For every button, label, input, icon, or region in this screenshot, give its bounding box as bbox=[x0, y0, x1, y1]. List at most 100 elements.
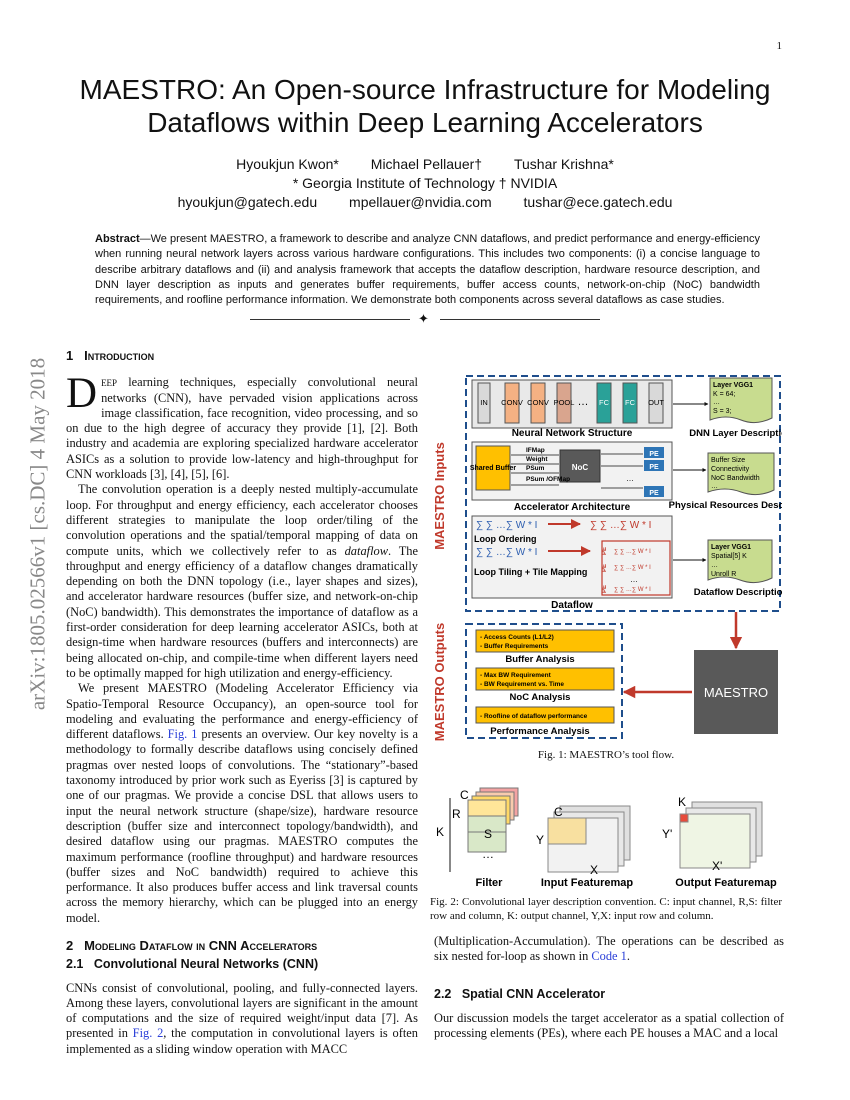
input-featuremap-stack bbox=[547, 805, 631, 873]
filter-dots: … bbox=[482, 847, 494, 861]
loop-ordering-label: Loop Ordering bbox=[474, 534, 537, 544]
pe-label: PE bbox=[649, 451, 659, 458]
input-dim-C: C bbox=[554, 805, 563, 819]
author-name: Tushar Krishna* bbox=[513, 156, 614, 172]
maestro-inputs-label: MAESTRO Inputs bbox=[432, 442, 447, 550]
tiling-dots: … bbox=[630, 575, 638, 584]
nn-layer: OUT bbox=[648, 398, 664, 407]
loop-expr: ∑ ∑ …∑ W * I bbox=[614, 549, 651, 555]
outputs-dashed-box bbox=[465, 623, 623, 739]
shared-buffer-box bbox=[475, 445, 511, 491]
fig2-link[interactable]: Fig. 2 bbox=[132, 1026, 164, 1041]
noc-analysis-item: - Max BW Requirement bbox=[480, 672, 552, 679]
right-column: (Multiplication-Accumulation). The opera… bbox=[434, 934, 784, 1041]
shared-buffer-label: Shared Buffer bbox=[470, 465, 517, 472]
author-affiliation: * Georgia Institute of Technology † NVID… bbox=[292, 175, 558, 191]
dataflow-doc-line: Spatial[5] K bbox=[711, 553, 747, 560]
pe-tag: PE bbox=[602, 547, 608, 555]
dataflow-title: Dataflow bbox=[551, 600, 593, 611]
fig1-caption: Fig. 1: MAESTRO’s tool flow. bbox=[537, 749, 675, 761]
separator-diamond-icon: ✦ bbox=[418, 311, 429, 326]
nn-layer: IN bbox=[480, 398, 488, 407]
dim-R-label: R bbox=[452, 807, 461, 821]
pe-tag: PE bbox=[602, 585, 608, 593]
author-email[interactable]: hyoukjun@gatech.edu bbox=[177, 194, 318, 210]
maestro-outputs-label: MAESTRO Outputs bbox=[432, 623, 447, 741]
dnn-doc-line: Layer VGG1 bbox=[713, 382, 753, 389]
dim-C-label: C bbox=[460, 788, 469, 802]
fig1-link[interactable]: Fig. 1 bbox=[167, 727, 198, 742]
output-dim-Xp: X' bbox=[712, 859, 722, 873]
buffer-analysis-item: - Buffer Requirements bbox=[480, 643, 549, 650]
loop-expr: ∑ ∑ …∑ W * I bbox=[476, 547, 537, 558]
output-dim-Yp: Y' bbox=[662, 827, 672, 841]
dnn-doc-line: … bbox=[713, 399, 720, 406]
dataflow-doc-line: Layer VGG1 bbox=[711, 544, 751, 551]
arch-signal: IFMap bbox=[526, 447, 545, 454]
dim-K-label: K bbox=[436, 825, 444, 839]
performance-analysis-box bbox=[475, 706, 615, 724]
resource-doc-line: Connectivity bbox=[711, 466, 750, 473]
separator-line-right bbox=[440, 319, 600, 320]
tiled-loop-box bbox=[601, 540, 671, 596]
paper-title: MAESTRO: An Open-source Infrastructure f… bbox=[60, 73, 790, 139]
fig2-caption: Fig. 2: Convolutional layer description … bbox=[430, 896, 782, 922]
arxiv-sidebar: arXiv:1805.02566v1 [cs.DC] 4 May 2018 bbox=[18, 294, 58, 774]
nn-layer: POOL bbox=[554, 398, 575, 407]
resource-doc-line: … bbox=[711, 483, 718, 490]
performance-analysis-title: Performance Analysis bbox=[490, 726, 589, 737]
section-1-title: Introduction bbox=[84, 348, 155, 363]
nn-layer: FC bbox=[599, 398, 610, 407]
intro-paragraph-3: We present MAESTRO (Modeling Accelerator… bbox=[66, 681, 418, 925]
abstract-label: Abstract bbox=[95, 233, 140, 245]
dropcap: D bbox=[66, 370, 98, 418]
pe-label: PE bbox=[649, 464, 659, 471]
author-email[interactable]: mpellauer@nvidia.com bbox=[349, 194, 492, 210]
abstract: Abstract—We present MAESTRO, a framework… bbox=[95, 232, 760, 308]
code1-link[interactable]: Code 1 bbox=[591, 949, 627, 964]
maestro-engine-label: MAESTRO bbox=[704, 685, 768, 700]
input-dim-Y: Y bbox=[536, 833, 544, 847]
output-featuremap-label: Output Featuremap bbox=[675, 877, 777, 889]
section-1-heading: 1 Introduction bbox=[66, 348, 155, 363]
author-emails: hyoukjun@gatech.edu mpellauer@nvidia.com… bbox=[60, 193, 790, 212]
maestro-engine-box bbox=[694, 650, 778, 734]
nn-layer: CONV bbox=[501, 398, 523, 407]
input-featuremap-label: Input Featuremap bbox=[541, 877, 634, 889]
noc-box bbox=[559, 449, 601, 483]
dataflow-doc-shape bbox=[707, 539, 773, 584]
loop-expr: ∑ ∑ …∑ W * I bbox=[614, 565, 651, 571]
arch-signal: PSum bbox=[526, 465, 545, 472]
dim-S-label: S bbox=[484, 827, 492, 841]
dnn-doc-shape bbox=[709, 377, 773, 424]
dnn-doc-line: S = 3; bbox=[713, 408, 732, 415]
arxiv-identifier: arXiv:1805.02566v1 [cs.DC] 4 May 2018 bbox=[25, 357, 50, 711]
section-2-heading: 2 Modeling Dataflow in CNN Accelerators bbox=[66, 937, 318, 953]
arch-signal: PSum /OFMap bbox=[526, 476, 570, 483]
cnn-paragraph-continued: (Multiplication-Accumulation). The opera… bbox=[434, 934, 784, 964]
arch-dots: … bbox=[626, 474, 634, 483]
page-number: 1 bbox=[776, 40, 783, 52]
dataflow-doc-title: Dataflow Description bbox=[694, 587, 782, 598]
author-name: Michael Pellauer† bbox=[370, 156, 483, 172]
resource-doc-line: NoC Bandwidth bbox=[711, 475, 760, 482]
nn-structure-title: Neural Network Structure bbox=[512, 428, 633, 439]
buffer-analysis-title: Buffer Analysis bbox=[505, 654, 574, 665]
nn-layer: FC bbox=[625, 398, 636, 407]
output-featuremap-stack bbox=[679, 801, 763, 869]
subsection-2-2-heading: 2.2 Spatial CNN Accelerator bbox=[434, 986, 606, 1001]
spatial-accelerator-paragraph: Our discussion models the target acceler… bbox=[434, 1010, 784, 1041]
performance-analysis-item: - Roofline of dataflow performance bbox=[480, 713, 588, 720]
noc-analysis-box bbox=[475, 667, 615, 691]
nn-layer: … bbox=[578, 396, 589, 408]
loop-expr: ∑ ∑ …∑ W * I bbox=[476, 520, 537, 531]
author-email[interactable]: tushar@ece.gatech.edu bbox=[523, 194, 673, 210]
section-2-title: Modeling Dataflow in CNN Accelerators bbox=[84, 937, 318, 953]
fig1-diagram: IN CONV CONV POOL … FC FC OUT Neural Net… bbox=[432, 375, 782, 741]
pe-tag: PE bbox=[602, 564, 608, 572]
separator-line-left bbox=[250, 319, 410, 320]
pe-label: PE bbox=[649, 490, 659, 497]
arch-signal: Weight bbox=[526, 456, 548, 463]
